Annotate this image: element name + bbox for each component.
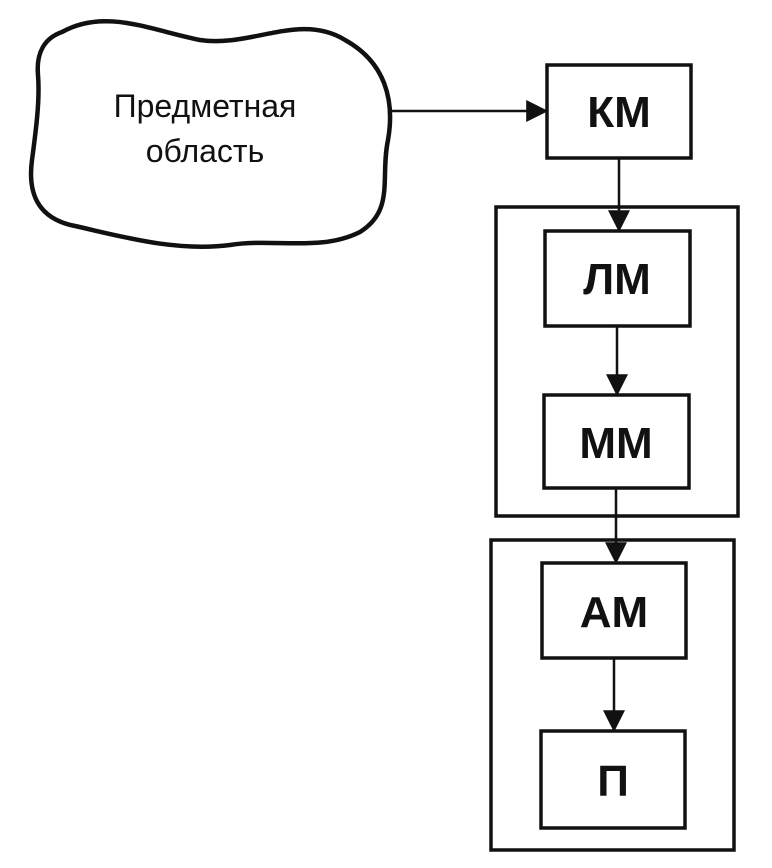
node-p-label: П — [597, 757, 629, 806]
cloud-label-line2: область — [146, 133, 264, 169]
node-am: АМ — [540, 561, 688, 660]
node-km: КМ — [545, 63, 693, 160]
node-p: П — [539, 729, 687, 830]
node-lm: ЛМ — [543, 229, 692, 328]
node-lm-label: ЛМ — [583, 255, 651, 304]
node-mm-label: ММ — [579, 419, 652, 468]
node-am-label: АМ — [580, 588, 648, 637]
node-km-label: КМ — [587, 88, 651, 137]
cloud-label-line1: Предметная — [114, 88, 297, 124]
cloud-outline — [28, 18, 393, 249]
node-mm: ММ — [542, 393, 691, 490]
cloud-subject-domain: Предметная область — [28, 18, 393, 249]
group-am-p — [489, 538, 736, 852]
node-p-box — [539, 729, 687, 830]
